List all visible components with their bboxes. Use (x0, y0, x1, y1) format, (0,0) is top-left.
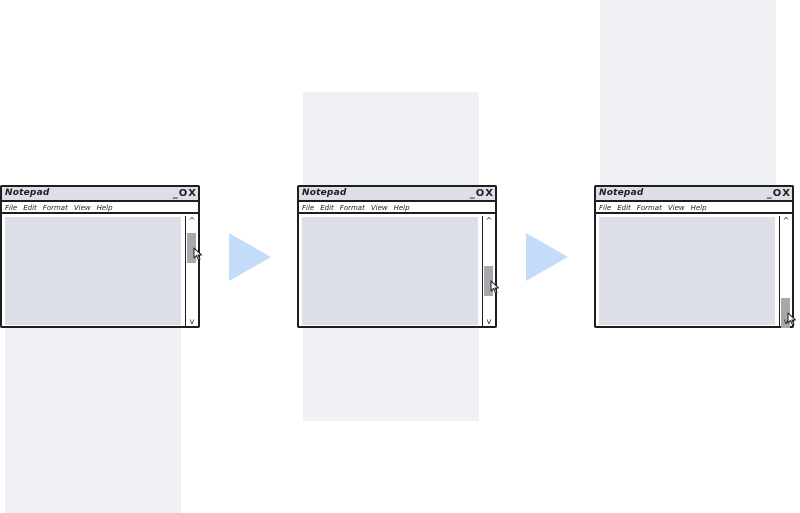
close-button[interactable]: X (782, 188, 790, 199)
title-bar: Notepad _ O X (2, 187, 198, 202)
menu-file[interactable]: File (302, 204, 315, 212)
window-title: Notepad (599, 188, 644, 198)
window-controls: _ O X (767, 187, 790, 200)
menu-bar: File Edit Format View Help (596, 202, 792, 214)
menu-file[interactable]: File (599, 204, 612, 212)
vertical-scrollbar[interactable]: ^ v (185, 216, 198, 326)
scroll-thumb[interactable] (187, 233, 196, 264)
scroll-down-icon[interactable]: v (783, 317, 789, 326)
step-arrow-shape (229, 233, 271, 281)
maximize-button[interactable]: O (475, 188, 485, 199)
scroll-down-icon[interactable]: v (189, 317, 195, 326)
mouse-pointer-icon (490, 280, 499, 293)
scroll-down-icon[interactable]: v (486, 317, 492, 326)
right-triangle-arrow-icon (526, 233, 568, 281)
menu-bar: File Edit Format View Help (299, 202, 495, 214)
menu-view[interactable]: View (73, 204, 91, 212)
window-controls: _ O X (470, 187, 493, 200)
text-area[interactable] (5, 217, 181, 325)
scroll-thumb[interactable] (781, 297, 790, 328)
menu-help[interactable]: Help (690, 204, 707, 212)
menu-bar: File Edit Format View Help (2, 202, 198, 214)
minimize-button[interactable]: _ (172, 188, 178, 199)
menu-view[interactable]: View (370, 204, 388, 212)
window-controls: _ O X (173, 187, 196, 200)
menu-view[interactable]: View (667, 204, 685, 212)
notepad-window-step-1: Notepad _ O X File Edit Format View Help… (0, 185, 200, 328)
right-triangle-arrow-icon (229, 233, 271, 281)
menu-help[interactable]: Help (393, 204, 410, 212)
window-title: Notepad (302, 188, 347, 198)
menu-help[interactable]: Help (96, 204, 113, 212)
minimize-button[interactable]: _ (469, 188, 475, 199)
maximize-button[interactable]: O (178, 188, 188, 199)
scroll-up-icon[interactable]: ^ (188, 216, 196, 225)
notepad-window-step-3: Notepad _ O X File Edit Format View Help… (594, 185, 794, 328)
step-arrow-shape (526, 233, 568, 281)
vertical-scrollbar[interactable]: ^ v (779, 216, 792, 328)
close-button[interactable]: X (485, 188, 493, 199)
title-bar: Notepad _ O X (596, 187, 792, 202)
title-bar: Notepad _ O X (299, 187, 495, 202)
menu-edit[interactable]: Edit (320, 204, 334, 212)
mouse-pointer-icon (787, 312, 796, 326)
menu-file[interactable]: File (5, 204, 18, 212)
menu-format[interactable]: Format (339, 204, 365, 212)
menu-edit[interactable]: Edit (617, 204, 631, 212)
text-area[interactable] (302, 217, 478, 325)
menu-edit[interactable]: Edit (23, 204, 37, 212)
minimize-button[interactable]: _ (766, 188, 772, 199)
mouse-pointer-icon (193, 247, 202, 261)
scroll-thumb[interactable] (484, 265, 493, 296)
notepad-window-step-2: Notepad _ O X File Edit Format View Help… (297, 185, 497, 328)
menu-format[interactable]: Format (636, 204, 662, 212)
maximize-button[interactable]: O (772, 188, 782, 199)
close-button[interactable]: X (188, 188, 196, 199)
window-title: Notepad (5, 188, 50, 198)
text-area[interactable] (599, 217, 775, 325)
vertical-scrollbar[interactable]: ^ v (482, 216, 495, 326)
menu-format[interactable]: Format (42, 204, 68, 212)
scroll-up-icon[interactable]: ^ (782, 216, 790, 225)
scroll-up-icon[interactable]: ^ (485, 216, 493, 225)
